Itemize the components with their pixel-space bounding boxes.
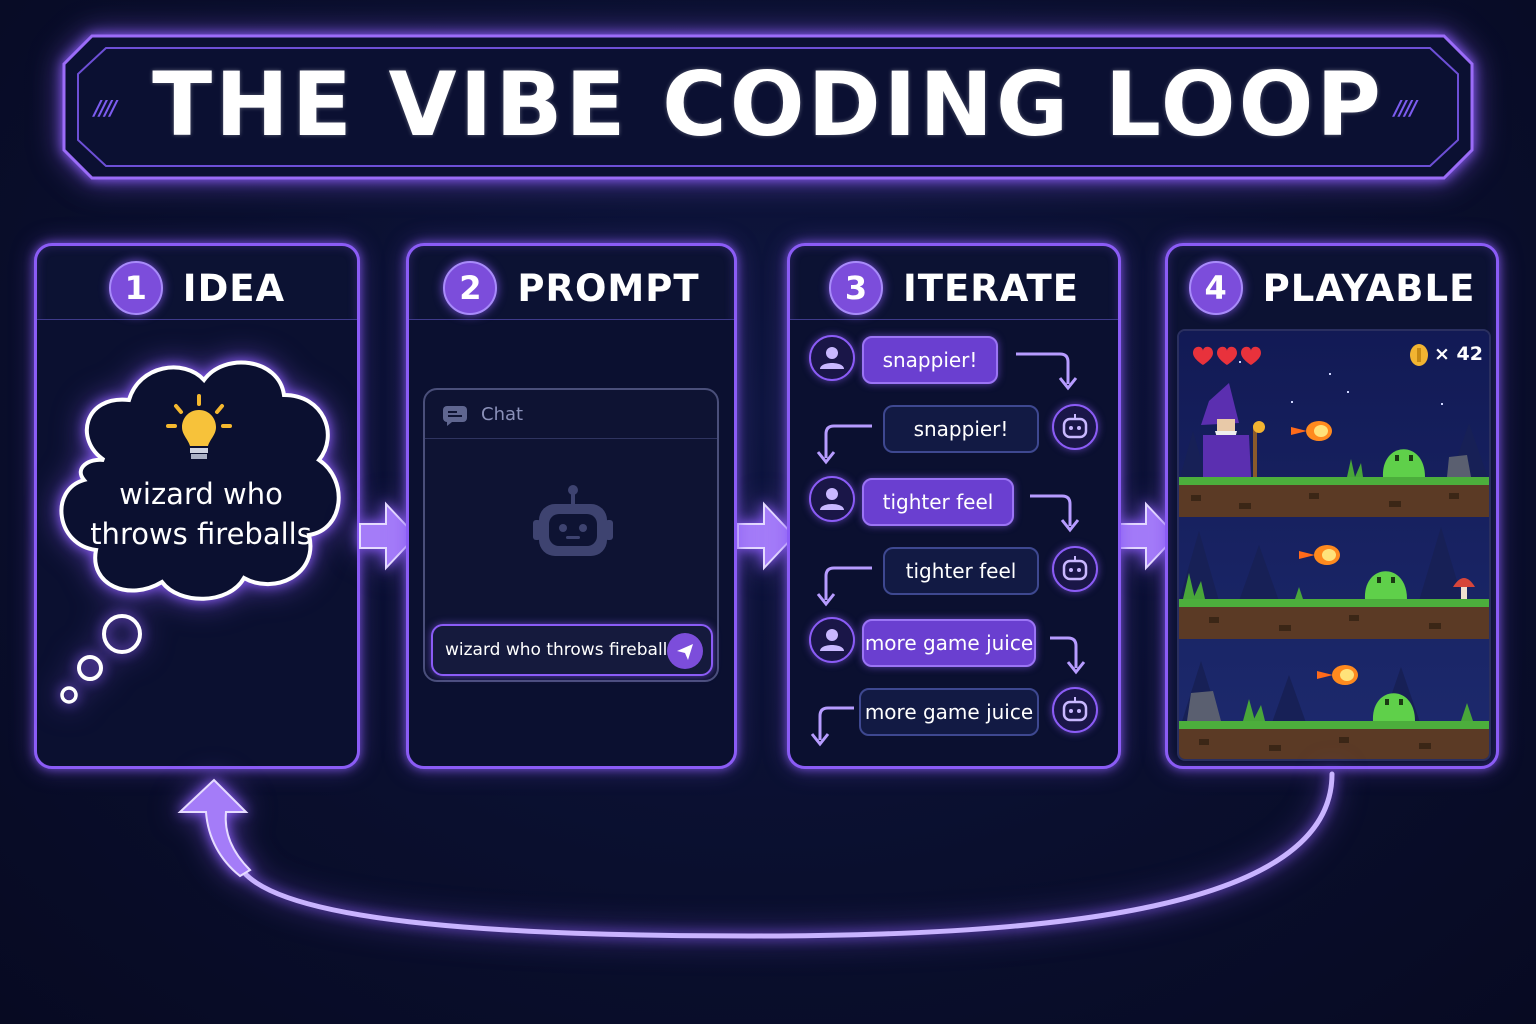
idea-line-1: wizard who [119, 477, 283, 511]
step-title: ITERATE [902, 266, 1080, 310]
user-avatar-icon [809, 335, 855, 381]
send-icon [677, 644, 693, 660]
slime-sprite [1364, 571, 1407, 599]
reply-arrow-icon [816, 566, 872, 607]
prompt-input-value: wizard who throws fireballs| [445, 640, 682, 660]
slime-sprite [1382, 449, 1425, 477]
page-title: THE VIBE CODING LOOP [152, 53, 1384, 156]
step-title: PLAYABLE [1262, 266, 1476, 310]
reply-arrow-icon [810, 706, 854, 747]
idea-text: wizard who throws fireballs [60, 474, 342, 554]
wizard-sprite [1201, 383, 1265, 477]
title-decoration-right: //// [1394, 96, 1417, 120]
step-number-badge: 2 [443, 261, 498, 315]
fireball-icon [1317, 665, 1358, 685]
reply-arrow-icon [1030, 494, 1080, 533]
user-message: tighter feel [862, 478, 1014, 526]
chat-window: Chat wizard who throws fireballs| [423, 388, 719, 682]
flow-arrow-icon [1119, 501, 1178, 571]
game-preview [1177, 329, 1491, 761]
bot-message: tighter feel [883, 547, 1039, 595]
title-decoration-left: //// [94, 96, 117, 120]
prompt-input[interactable]: wizard who throws fireballs| [431, 624, 713, 676]
fireball-icon [1299, 545, 1340, 565]
send-button[interactable] [667, 633, 703, 669]
step-title: PROMPT [517, 266, 700, 310]
heart-icon [1193, 346, 1261, 365]
chat-bubble-icon [443, 406, 467, 426]
bot-avatar-icon [1052, 404, 1098, 450]
panel-header: 4 PLAYABLE [1168, 260, 1496, 316]
reply-arrow-icon [1050, 636, 1086, 675]
user-avatar-icon [809, 476, 855, 522]
title-banner [62, 34, 1474, 180]
step-number-badge: 1 [108, 261, 163, 315]
thought-cloud-icon [59, 360, 341, 704]
flow-arrow-icon [737, 501, 796, 571]
bot-message: snappier! [883, 405, 1039, 453]
reply-arrow-icon [816, 424, 872, 465]
robot-icon [533, 485, 613, 556]
coin-count: × 42 [1434, 343, 1483, 365]
step-number-badge: 4 [1188, 261, 1243, 315]
slime-sprite [1372, 693, 1415, 721]
step-title: IDEA [182, 266, 286, 310]
reply-arrow-icon [1016, 352, 1078, 391]
loop-back-arrow-icon [177, 771, 1335, 939]
game-scene [1179, 331, 1489, 759]
panel-header: 3 ITERATE [790, 260, 1118, 316]
user-message: more game juice [862, 619, 1036, 667]
bot-message: more game juice [859, 688, 1039, 736]
panel-header: 1 IDEA [37, 260, 357, 316]
panel-header: 2 PROMPT [409, 260, 734, 316]
step-number-badge: 3 [828, 261, 883, 315]
fireball-icon [1291, 421, 1332, 441]
lightbulb-icon [166, 394, 232, 459]
user-message: snappier! [862, 336, 998, 384]
idea-line-2: throws fireballs [90, 517, 312, 551]
user-avatar-icon [809, 617, 855, 663]
chat-title: Chat [481, 404, 524, 425]
chat-header: Chat [425, 390, 717, 439]
flow-arrow-icon [359, 501, 418, 571]
coin-icon [1410, 344, 1428, 366]
bot-avatar-icon [1052, 687, 1098, 733]
bot-avatar-icon [1052, 546, 1098, 592]
